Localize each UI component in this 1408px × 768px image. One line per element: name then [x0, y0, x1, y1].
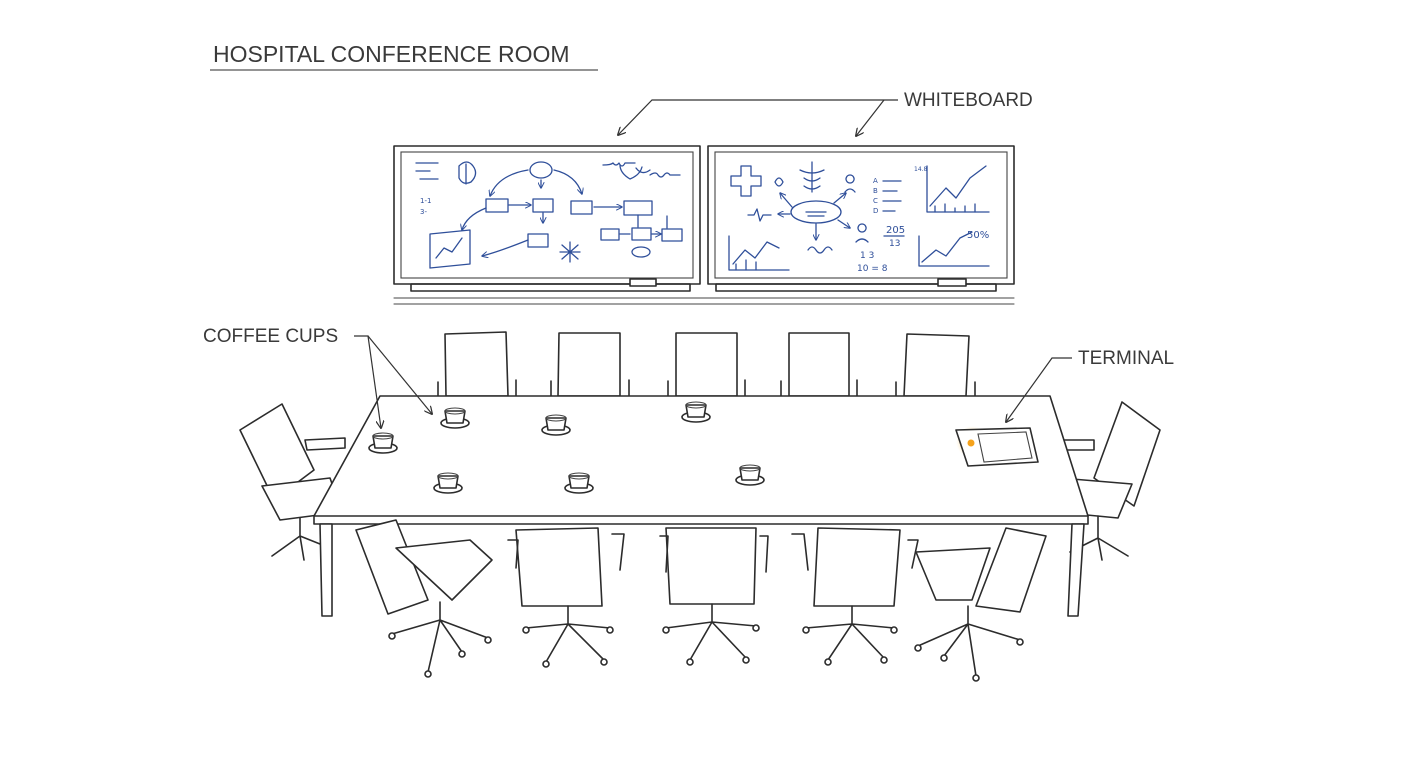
- terminal-status-light: [967, 439, 975, 447]
- wb-fraction-1-num: 205: [886, 225, 905, 236]
- chair-front-3: [659, 527, 769, 666]
- star-of-life-sketch-icon: [559, 241, 581, 263]
- table-leg-left: [319, 523, 333, 617]
- chair-back-3: [667, 332, 746, 397]
- whiteboard-left-drawings: 1-1 3-: [415, 161, 683, 269]
- chair-front-1: [355, 519, 493, 678]
- whiteboard-left-eraser: [629, 278, 657, 287]
- wb-note-1: 1-1: [420, 197, 431, 205]
- chair-back-2: [550, 332, 630, 397]
- chair-front-2: [507, 527, 625, 668]
- wb-center-node: [790, 200, 842, 224]
- whiteboard-leader-left: [618, 99, 898, 135]
- wb-legend-a: A: [873, 177, 878, 185]
- wb-axis-mark: 14.8: [914, 166, 928, 173]
- whiteboard-right-surface: [714, 151, 1008, 279]
- wb-fraction-2-num: 1 3: [860, 251, 874, 261]
- wb-legend-b: B: [873, 187, 878, 195]
- terminal-callout: TERMINAL: [1006, 348, 1174, 422]
- coffee-cup-6: [564, 472, 594, 494]
- coffee-cup-4: [681, 401, 711, 423]
- wb-line-chart-2: [926, 165, 990, 213]
- terminal-screen: [977, 431, 1033, 463]
- terminal-body: [955, 427, 1039, 467]
- wb-legend-d: D: [873, 207, 878, 215]
- wb-fraction-2-den: 10 = 8: [857, 264, 888, 274]
- terminal-leader: [1006, 357, 1072, 422]
- table-leg-right: [1067, 523, 1085, 617]
- medical-cross-sketch-icon: [730, 165, 762, 197]
- brain-sketch-icon: [458, 161, 477, 185]
- whiteboard-callout: WHITEBOARD: [618, 90, 1033, 136]
- coffee-cup-5: [433, 472, 463, 494]
- title-text: HOSPITAL CONFERENCE ROOM: [213, 41, 570, 67]
- coffee-cup-3: [541, 414, 571, 436]
- whiteboard-leader-right: [856, 99, 885, 136]
- wb-fraction-1-den: 13: [889, 239, 900, 249]
- chair-back-1: [437, 331, 517, 397]
- person-sketch-icon-2: [855, 223, 869, 243]
- whiteboard-label: WHITEBOARD: [904, 90, 1033, 111]
- chair-front-5: [914, 527, 1047, 682]
- whiteboard-left-tray: [410, 283, 691, 292]
- whiteboard-right-tray: [715, 283, 997, 292]
- coffee-cup-7: [735, 464, 765, 486]
- wb-node-top: [529, 161, 553, 179]
- whiteboard-left: 1-1 3-: [393, 145, 701, 292]
- wb-line-chart-1: [728, 235, 790, 271]
- coffee-leader-2: [367, 335, 432, 414]
- front-chairs: [355, 519, 1047, 682]
- diagram-title: HOSPITAL CONFERENCE ROOM: [210, 41, 598, 71]
- whiteboard-left-frame: [393, 145, 701, 285]
- coffee-cups-label: COFFEE CUPS: [203, 326, 338, 347]
- whiteboard-right-eraser: [937, 278, 967, 287]
- caduceus-sketch-icon: [799, 161, 825, 193]
- coffee-cup-1: [368, 432, 398, 454]
- stethoscope-sketch-icon: [619, 164, 651, 180]
- wall-rail: [393, 297, 1015, 305]
- whiteboard-left-surface: [400, 151, 694, 279]
- terminal-device: [955, 426, 1039, 467]
- coffee-cups: [368, 401, 765, 494]
- person-sketch-icon-1: [844, 174, 856, 193]
- conference-table: [313, 395, 1089, 617]
- chair-back-5: [895, 333, 976, 397]
- wb-line-chart-3: [918, 231, 990, 267]
- wb-chart-sketch: [429, 229, 471, 269]
- back-chairs: [437, 331, 976, 397]
- wb-legend-c: C: [873, 197, 878, 205]
- wb-note-2: 3-: [420, 208, 427, 216]
- table-edge: [313, 515, 1089, 525]
- coffee-cup-2: [440, 407, 470, 429]
- chair-back-4: [780, 332, 858, 397]
- whiteboard-right-drawings: A B C D 205 13 1 3 10 = 8 14.8 5: [728, 161, 990, 274]
- whiteboard-right: A B C D 205 13 1 3 10 = 8 14.8 5: [707, 145, 1015, 292]
- terminal-label: TERMINAL: [1078, 348, 1174, 369]
- coffee-cups-callout: COFFEE CUPS: [203, 326, 432, 428]
- wb-percent: 50%: [967, 230, 989, 241]
- chair-front-4: [791, 527, 919, 666]
